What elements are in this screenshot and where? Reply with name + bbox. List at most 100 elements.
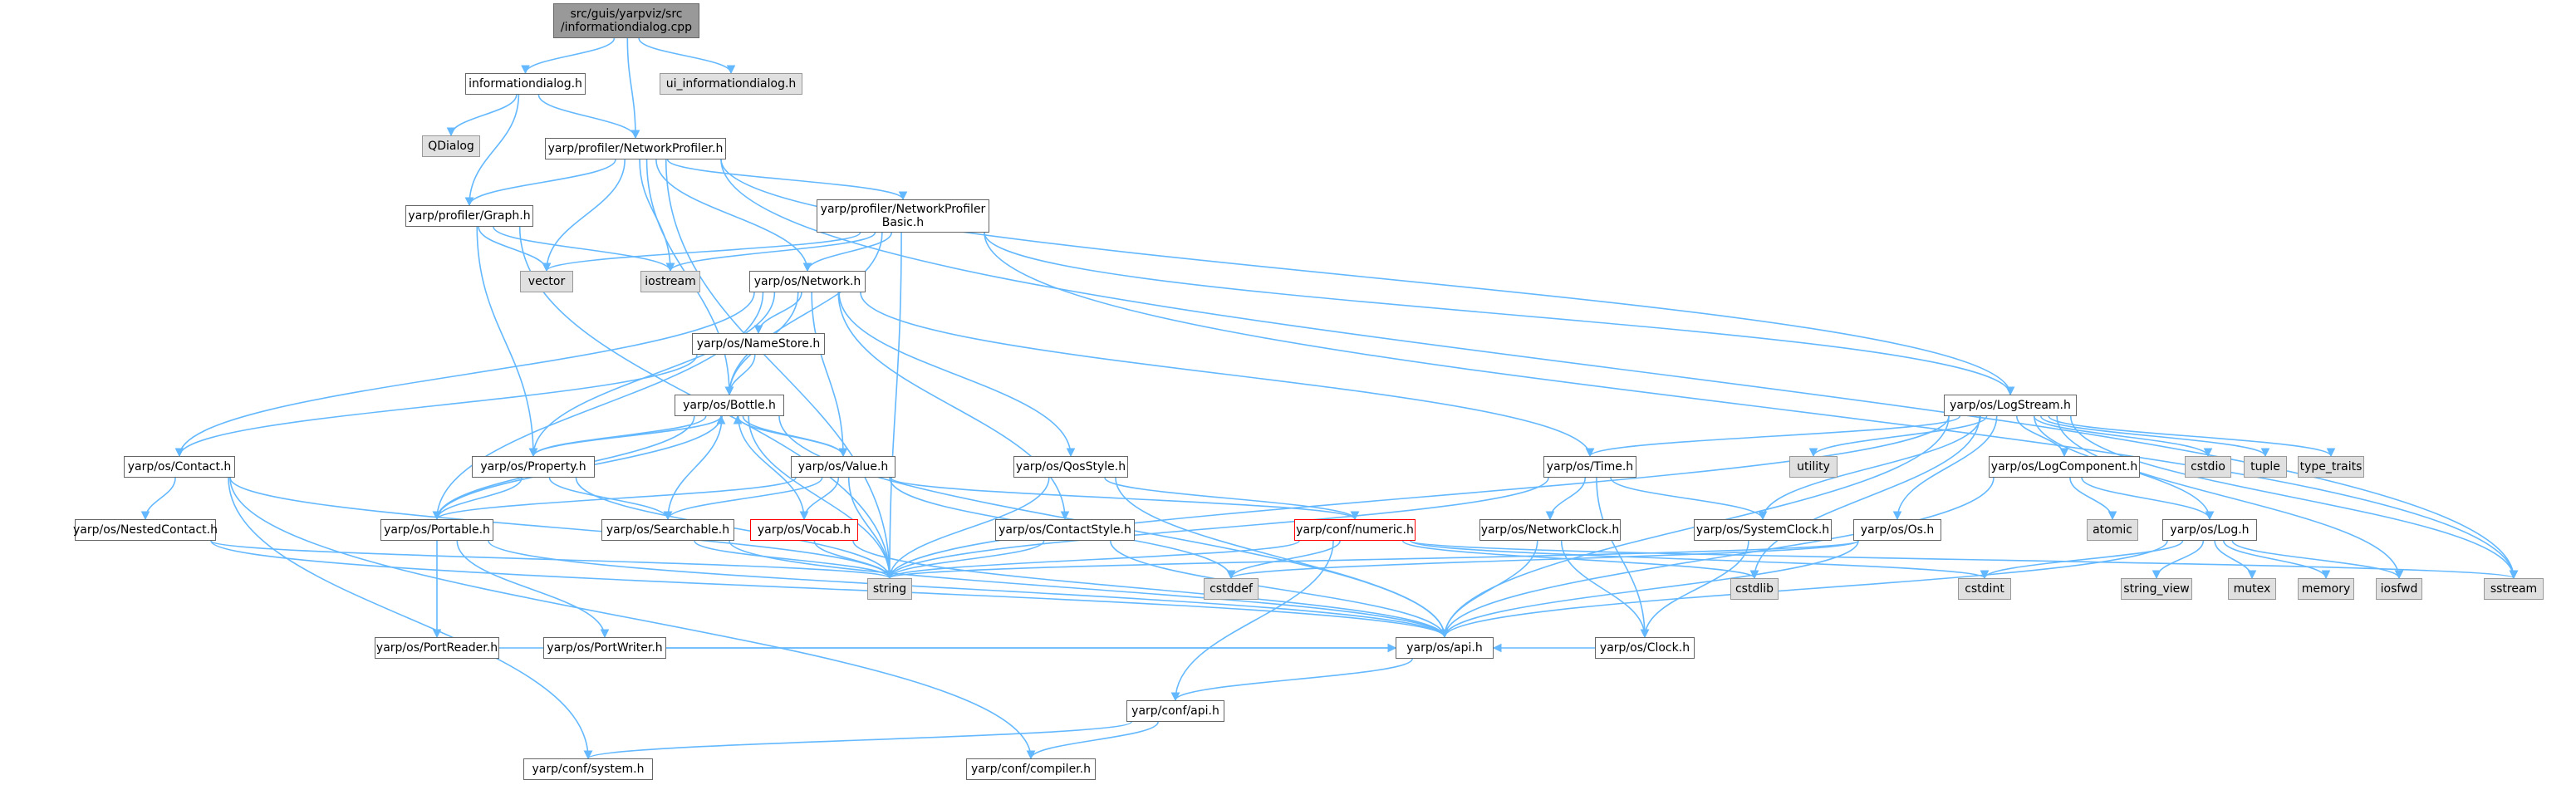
node-yarp-os-portable-h[interactable]: yarp/os/Portable.h: [380, 519, 493, 541]
edge-network-to-namestore: [758, 292, 802, 334]
edge-contact-to-string: [229, 477, 891, 579]
edge-arrowhead: [2059, 448, 2069, 458]
edge-arrowhead: [1758, 511, 1768, 521]
edge-arrowhead: [733, 415, 743, 424]
edge-npbasic-to-logstream: [984, 232, 2011, 395]
edge-arrowhead: [1980, 570, 1990, 580]
edge-log-to-iosfwd: [2231, 540, 2400, 579]
node-yarp-os-clock-h[interactable]: yarp/os/Clock.h: [1595, 637, 1695, 659]
edge-arrowhead: [1226, 570, 1236, 580]
node-yarp-os-portwriter-h[interactable]: yarp/os/PortWriter.h: [543, 637, 666, 659]
node-yarp-os-searchable-h[interactable]: yarp/os/Searchable.h: [601, 519, 734, 541]
node-yarp-os-portreader-h[interactable]: yarp/os/PortReader.h: [375, 637, 499, 659]
node-sstream: sstream: [2484, 578, 2544, 600]
edge-arrowhead: [885, 570, 895, 580]
edge-portable-to-api: [488, 540, 1445, 638]
node-yarp-os-property-h[interactable]: yarp/os/Property.h: [472, 456, 595, 478]
edge-arrowhead: [2107, 511, 2117, 521]
edge-log-to-memory: [2223, 540, 2327, 579]
edge-qosstyle-to-string: [889, 477, 1050, 579]
edge-netprof-to-npbasic: [666, 159, 904, 200]
edge-netprof-to-string: [665, 159, 891, 579]
edge-log-to-mutex: [2214, 540, 2253, 579]
edge-nestedcontact-to-api: [210, 540, 1445, 638]
node-iosfwd: iosfwd: [2376, 578, 2422, 600]
edge-qosstyle-to-api: [1115, 477, 1445, 638]
edge-arrowhead: [663, 511, 673, 521]
node-yarp-os-contactstyle-h[interactable]: yarp/os/ContactStyle.h: [995, 519, 1135, 541]
edge-value-to-searchable: [667, 477, 823, 520]
edge-arrowhead: [1492, 643, 1502, 653]
node-yarp-os-api-h[interactable]: yarp/os/api.h: [1396, 637, 1494, 659]
edge-network-to-value: [811, 292, 844, 457]
node-yarp-os-systemclock-h[interactable]: yarp/os/SystemClock.h: [1694, 519, 1832, 541]
node-yarp-os-os-h[interactable]: yarp/os/Os.h: [1853, 519, 1941, 541]
edge-infoh-to-qdialog: [450, 94, 518, 136]
edge-arrowhead: [2326, 448, 2336, 458]
edge-arrowhead: [1440, 629, 1450, 639]
node-yarp-os-time-h[interactable]: yarp/os/Time.h: [1543, 456, 1636, 478]
node-yarp-os-network-h[interactable]: yarp/os/Network.h: [749, 271, 866, 292]
node-yarp-conf-compiler-h[interactable]: yarp/conf/compiler.h: [966, 758, 1096, 780]
edge-network-to-contactstyle: [837, 292, 1066, 520]
edge-arrowhead: [446, 127, 456, 137]
node-yarp-profiler-graph-h[interactable]: yarp/profiler/Graph.h: [405, 205, 533, 227]
node-cstdint: cstdint: [1958, 578, 2011, 600]
edge-logstream-to-tuple: [2040, 415, 2266, 457]
edge-arrowhead: [726, 65, 736, 75]
edge-logstream-to-string: [889, 415, 1950, 579]
node-yarp-conf-numeric-h[interactable]: yarp/conf/numeric.h: [1294, 519, 1416, 541]
node-cstdlib: cstdlib: [1730, 578, 1779, 600]
node-informationdialog-h[interactable]: informationdialog.h: [465, 73, 586, 95]
node-iostream: iostream: [640, 271, 700, 292]
edge-netprof-to-logstream: [720, 159, 2011, 395]
edge-logstream-to-time: [1589, 415, 1961, 457]
node-yarp-os-qosstyle-h[interactable]: yarp/os/QosStyle.h: [1013, 456, 1128, 478]
node-yarp-profiler-networkprofiler-basic-h[interactable]: yarp/profiler/NetworkProfiler Basic.h: [817, 199, 989, 233]
edge-log-to-cstdint: [1984, 540, 2184, 579]
edge-arrowhead: [2321, 570, 2331, 580]
edge-portable-to-portwriter: [456, 540, 606, 638]
node-yarp-os-namestore-h[interactable]: yarp/os/NameStore.h: [692, 333, 825, 355]
node-yarp-profiler-networkprofiler-h[interactable]: yarp/profiler/NetworkProfiler.h: [545, 138, 726, 159]
node-utility: utility: [1789, 456, 1838, 478]
edge-npbasic-to-bottle: [729, 232, 883, 395]
node-yarp-os-logcomponent-h[interactable]: yarp/os/LogComponent.h: [1989, 456, 2140, 478]
edge-value-to-string: [847, 477, 891, 579]
node-yarp-conf-system-h[interactable]: yarp/conf/system.h: [523, 758, 653, 780]
edge-numeric-to-string: [889, 540, 1300, 579]
edge-arrowhead: [2394, 570, 2404, 580]
edge-arrowhead: [600, 629, 610, 639]
edge-network-to-portable: [436, 292, 764, 520]
node-yarp-os-value-h[interactable]: yarp/os/Value.h: [791, 456, 895, 478]
edge-os-to-string: [889, 540, 1859, 579]
edge-arrowhead: [1066, 448, 1076, 458]
edge-nestedcontact-to-string: [210, 540, 891, 579]
edge-namestore-to-contact: [179, 354, 698, 457]
node-yarp-os-logstream-h[interactable]: yarp/os/LogStream.h: [1944, 395, 2077, 416]
edge-logstream-to-typetraits: [2048, 415, 2332, 457]
edge-network-to-qosstyle: [838, 292, 1072, 457]
edge-qosstyle-to-numeric: [1104, 477, 1356, 520]
node-yarp-os-bottle-h[interactable]: yarp/os/Bottle.h: [675, 395, 784, 416]
edge-property-to-bottle: [532, 415, 722, 457]
edge-graph-to-vector: [478, 226, 547, 272]
node-yarp-os-contact-h[interactable]: yarp/os/Contact.h: [124, 456, 235, 478]
edge-arrowhead: [1640, 629, 1650, 639]
node-yarp-os-nestedcontact-h[interactable]: yarp/os/NestedContact.h: [73, 519, 218, 541]
edge-network-to-time: [860, 292, 1591, 457]
node-yarp-os-vocab-h[interactable]: yarp/os/Vocab.h: [750, 519, 858, 541]
edge-arrowhead: [1545, 511, 1555, 521]
edge-value-to-bottle: [737, 415, 844, 457]
node-yarp-os-networkclock-h[interactable]: yarp/os/NetworkClock.h: [1479, 519, 1621, 541]
edge-arrowhead: [724, 386, 734, 396]
node-yarp-conf-api-h[interactable]: yarp/conf/api.h: [1126, 700, 1224, 722]
edge-netprof-to-vector: [546, 159, 626, 272]
node-yarp-os-log-h[interactable]: yarp/os/Log.h: [2162, 519, 2257, 541]
node-atomic: atomic: [2087, 519, 2138, 541]
node-cstdio: cstdio: [2185, 456, 2231, 478]
edge-arrowhead: [528, 448, 538, 458]
edge-arrowhead: [2260, 448, 2270, 458]
edge-contact-to-system: [228, 477, 589, 759]
